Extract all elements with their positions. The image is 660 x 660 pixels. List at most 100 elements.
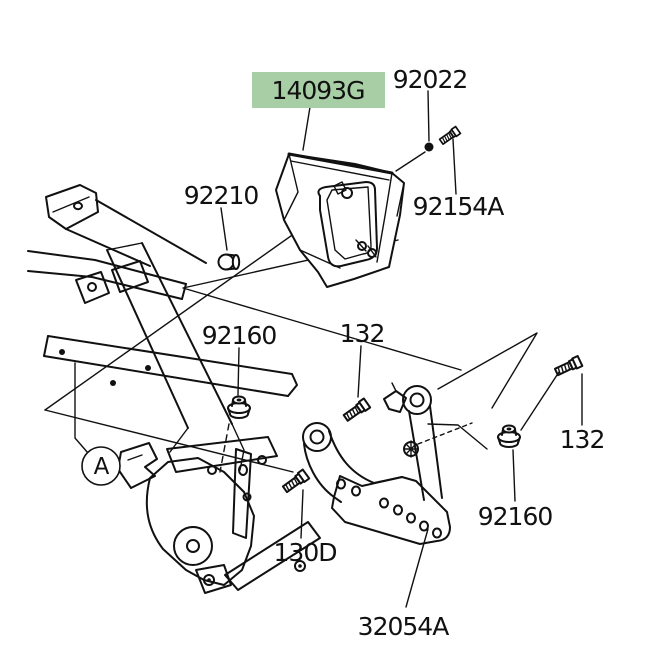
frame-hole — [87, 282, 97, 292]
frame-hole — [257, 455, 267, 465]
cover-top-edge — [287, 152, 394, 175]
frame-cross-rail — [47, 335, 293, 375]
screw-threads — [441, 132, 452, 144]
frame-edge — [231, 423, 245, 471]
cover-top-edge-inner — [290, 160, 390, 181]
cover-bolt-washer — [333, 181, 347, 195]
part-label-132-right[interactable]: 132 — [560, 425, 606, 454]
frame-bolt-dot — [59, 349, 65, 355]
part-label-92022[interactable]: 92022 — [393, 65, 469, 94]
frame-foot — [195, 564, 232, 594]
frame-boss-hole — [186, 539, 200, 553]
bracket-hole — [351, 485, 361, 497]
leader-line — [405, 528, 429, 608]
frame-hole — [242, 492, 252, 502]
pointer-zigzag — [427, 423, 488, 450]
bolt-head — [571, 355, 584, 370]
part-label-text[interactable]: 14093G — [272, 76, 366, 105]
leader-line — [44, 409, 294, 473]
bracket-hole — [419, 520, 429, 532]
damper-bottom — [229, 413, 249, 419]
washer — [424, 142, 434, 152]
part-label-130d[interactable]: 130D — [274, 538, 338, 567]
part-label-14093g[interactable]: 14093G — [252, 72, 385, 108]
cover-screw — [357, 241, 367, 251]
frame-bolt-dot — [145, 365, 151, 371]
part-label-32054a[interactable]: 32054A — [358, 612, 451, 641]
part-label-132-mid[interactable]: 132 — [340, 319, 386, 348]
bracket-plate — [331, 475, 451, 545]
bracket-hole — [432, 527, 442, 539]
frame-crease — [52, 196, 90, 213]
collar-end — [231, 254, 241, 270]
frame-block — [75, 271, 110, 304]
bracket-clip — [383, 390, 407, 413]
cover-fold — [283, 153, 299, 221]
frame-screw-dot — [207, 578, 211, 582]
part-label-92210[interactable]: 92210 — [184, 181, 260, 210]
bolt-threads — [345, 406, 360, 421]
frame-hole — [238, 464, 248, 476]
frame-cross-rail — [43, 355, 289, 397]
cover-screw-ticks — [355, 239, 377, 258]
cover-right-crease — [376, 172, 393, 263]
bracket-bushing — [402, 385, 432, 415]
frame-tube — [45, 184, 99, 230]
frame-hole — [207, 465, 217, 475]
frame-lower-plate — [224, 521, 321, 591]
bracket-32054a-drawing — [302, 382, 451, 545]
cover-center-bolt — [341, 187, 353, 199]
cover-screw — [367, 248, 377, 258]
frame-screw-dot — [298, 564, 302, 568]
damper-top-hole — [506, 427, 512, 431]
damper-top-hole — [236, 398, 242, 402]
frame-rail-cap — [181, 283, 187, 300]
bracket-bushing-hole — [309, 429, 325, 445]
bracket-right-arm — [429, 405, 443, 499]
cover-bottom-crease — [299, 249, 341, 269]
bracket-bushing-hole — [409, 392, 425, 408]
leader-line — [357, 345, 362, 398]
collar-92210-drawing — [217, 253, 241, 271]
washer-92022-drawing — [424, 142, 434, 152]
leader-line-dashed — [417, 422, 473, 445]
frame-hole — [73, 201, 83, 211]
frame-edge — [169, 427, 189, 453]
leader-line — [427, 90, 430, 142]
frame-cross-rail-cap — [287, 373, 298, 397]
damper-side — [497, 436, 521, 444]
part-label-92160-left[interactable]: 92160 — [202, 321, 278, 350]
frame-drawing — [27, 184, 321, 594]
part-label-92160-right[interactable]: 92160 — [478, 502, 554, 531]
leader-line — [452, 138, 457, 195]
frame-screw — [203, 574, 215, 586]
damper-92160-right-drawing — [497, 424, 521, 448]
bracket-star-washer-teeth — [403, 440, 419, 458]
frame-bolt-dot — [110, 380, 116, 386]
frame-strip — [232, 448, 252, 539]
frame-boss-arc — [175, 526, 206, 539]
frame-spar-cap — [106, 242, 143, 251]
bolt-threads — [285, 477, 299, 492]
frame-spar — [106, 249, 189, 429]
screw-shank — [438, 131, 455, 145]
frame-clip — [117, 442, 158, 489]
cover-right-edge — [396, 182, 405, 217]
bolt-132-right-drawing — [553, 355, 584, 377]
bolt-132-mid-drawing — [342, 397, 372, 422]
damper-side — [227, 407, 251, 415]
leader-line — [300, 489, 304, 539]
frame-clip-crease — [127, 454, 143, 461]
highlight-box — [252, 72, 385, 108]
bracket-right-arm — [408, 410, 425, 501]
frame-footpeg-plate — [145, 457, 255, 586]
frame-block — [111, 260, 149, 293]
collar-face — [217, 253, 235, 271]
part-label-92154a[interactable]: 92154A — [413, 192, 506, 221]
bracket-hole — [406, 512, 416, 524]
frame-cross-rail-cap — [43, 335, 49, 357]
cover-part-drawing — [275, 152, 405, 288]
frame-edge — [65, 228, 151, 267]
